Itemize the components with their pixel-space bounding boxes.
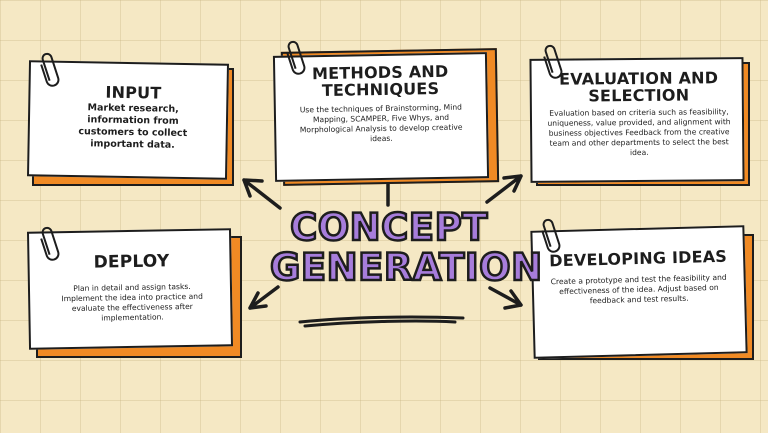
arrow-to-input	[242, 178, 282, 210]
card-methods: METHODS AND TECHNIQUES Use the technique…	[272, 42, 500, 190]
paperclip-icon	[40, 52, 60, 87]
arrow-to-deploy	[248, 285, 280, 310]
card-title: METHODS AND TECHNIQUES	[311, 61, 449, 101]
title-line-2: GENERATION	[269, 246, 544, 289]
card-title: EVALUATION AND SELECTION	[558, 68, 719, 106]
arrow-to-developing	[488, 286, 523, 310]
title-underline	[298, 315, 465, 328]
card-title: DEVELOPING IDEAS	[548, 246, 728, 271]
card-body: Evaluation based on criteria such as fea…	[547, 107, 731, 158]
concept-generation-title: CONCEPT GENERATION	[269, 206, 544, 289]
card-developing: DEVELOPING IDEAS Create a prototype and …	[530, 225, 756, 362]
arrow-to-evaluation	[485, 174, 523, 204]
card-deploy: DEPLOY Plan in detail and assign tasks. …	[26, 228, 246, 360]
card-title: DEPLOY	[93, 251, 170, 273]
title-line-1: CONCEPT	[289, 206, 489, 249]
card-title: INPUT	[105, 82, 162, 103]
card-evaluation: EVALUATION AND SELECTION Evaluation base…	[529, 54, 752, 190]
card-body: Market research, information from custom…	[78, 102, 188, 151]
paperclip-icon	[286, 40, 306, 75]
card-input: INPUT Market research, information from …	[27, 60, 238, 190]
paperclip-icon	[40, 226, 60, 261]
card-face: DEVELOPING IDEAS Create a prototype and …	[530, 225, 748, 359]
card-body: Use the techniques of Brainstorming, Min…	[299, 102, 463, 144]
paperclip-icon	[541, 218, 561, 253]
card-body: Create a prototype and test the feasibil…	[550, 272, 727, 306]
card-body: Plan in detail and assign tasks. Impleme…	[61, 281, 203, 323]
paperclip-icon	[543, 44, 563, 79]
